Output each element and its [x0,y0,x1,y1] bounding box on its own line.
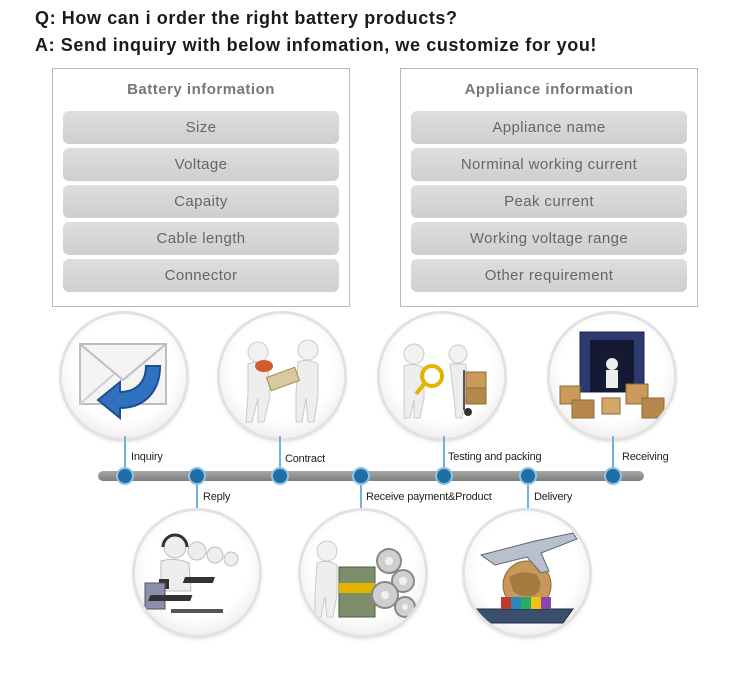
contract-connector [279,436,281,472]
step-testing-label: Testing and packing [448,451,542,463]
payment-dot [352,467,370,485]
receiving-connector [612,436,614,472]
battery-item-connector: Connector [63,259,339,292]
inquiry-dot [116,467,134,485]
payment-connector [360,480,362,512]
battery-item-size: Size [63,111,339,144]
reply-connector [196,480,198,512]
call-center-icon [135,511,259,635]
step-delivery-label: Delivery [534,491,573,503]
money-gears-icon [301,511,425,635]
step-contract-label: Contract [285,453,325,465]
appliance-panel-title: Appliance information [464,81,634,98]
step-inquiry-label: Inquiry [131,451,163,463]
battery-item-voltage: Voltage [63,148,339,181]
appliance-item-voltage-range: Working voltage range [411,222,687,255]
appliance-info-panel: Appliance information Appliance name Nor… [400,68,698,307]
timeline-bar [98,471,644,481]
shipping-container-icon [550,314,674,438]
step-payment-label: Receive payment&Product [366,491,492,503]
battery-panel-title: Battery information [127,81,275,98]
airplane-globe-ship-icon [465,511,589,635]
battery-item-cable-length: Cable length [63,222,339,255]
reply-dot [188,467,206,485]
inspection-packing-icon [380,314,504,438]
battery-item-capacity: Capaity [63,185,339,218]
contract-dot [271,467,289,485]
envelope-reply-icon [62,314,186,438]
appliance-item-peak-current: Peak current [411,185,687,218]
inquiry-connector [124,436,126,472]
answer-heading: A: Send inquiry with below infomation, w… [35,35,598,55]
question-heading: Q: How can i order the right battery pro… [35,8,458,28]
battery-info-panel: Battery information Size Voltage Capaity… [52,68,350,307]
testing-connector [443,436,445,472]
testing-dot [435,467,453,485]
receiving-dot [604,467,622,485]
delivery-connector [527,480,529,512]
appliance-item-name: Appliance name [411,111,687,144]
appliance-item-other: Other requirement [411,259,687,292]
delivery-dot [519,467,537,485]
appliance-item-working-current: Norminal working current [411,148,687,181]
step-reply-label: Reply [203,491,231,503]
handshake-contract-icon [220,314,344,438]
step-receiving-label: Receiving [622,451,669,463]
